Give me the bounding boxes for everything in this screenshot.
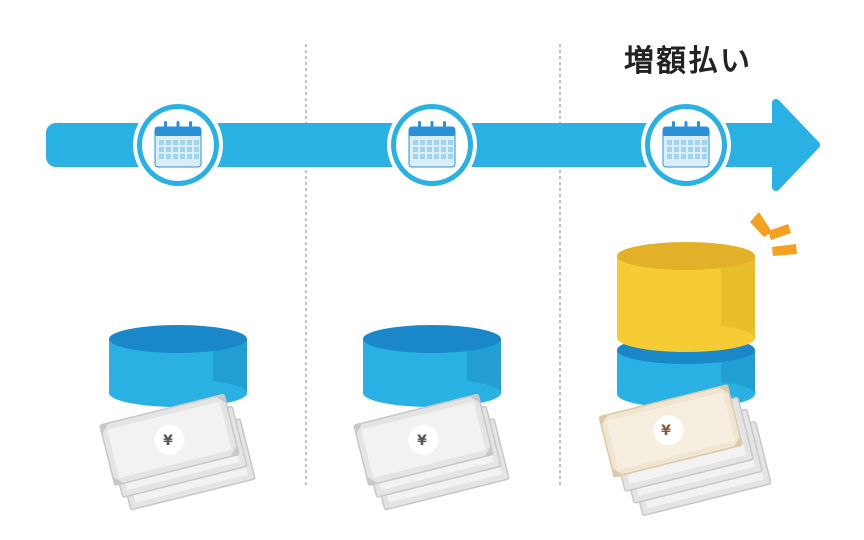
yen-symbol-2: ¥ [417,433,427,449]
calendar-icon-3 [641,100,731,190]
increased-payment-title: 増額払い [624,44,752,79]
yen-symbol-1: ¥ [163,433,173,449]
emphasis-burst-icon [750,212,797,256]
payment-cylinder-1 [109,325,247,407]
payment-cylinder-2 [363,325,501,407]
extra-payment-cylinder [617,242,755,352]
calendar-icon-2 [387,100,477,190]
bill-stack-1 [99,393,256,511]
bill-stack-2 [353,393,510,511]
yen-symbol-3: ¥ [661,423,671,439]
calendar-icon-1 [133,100,223,190]
bill-stack-3 [598,384,772,516]
